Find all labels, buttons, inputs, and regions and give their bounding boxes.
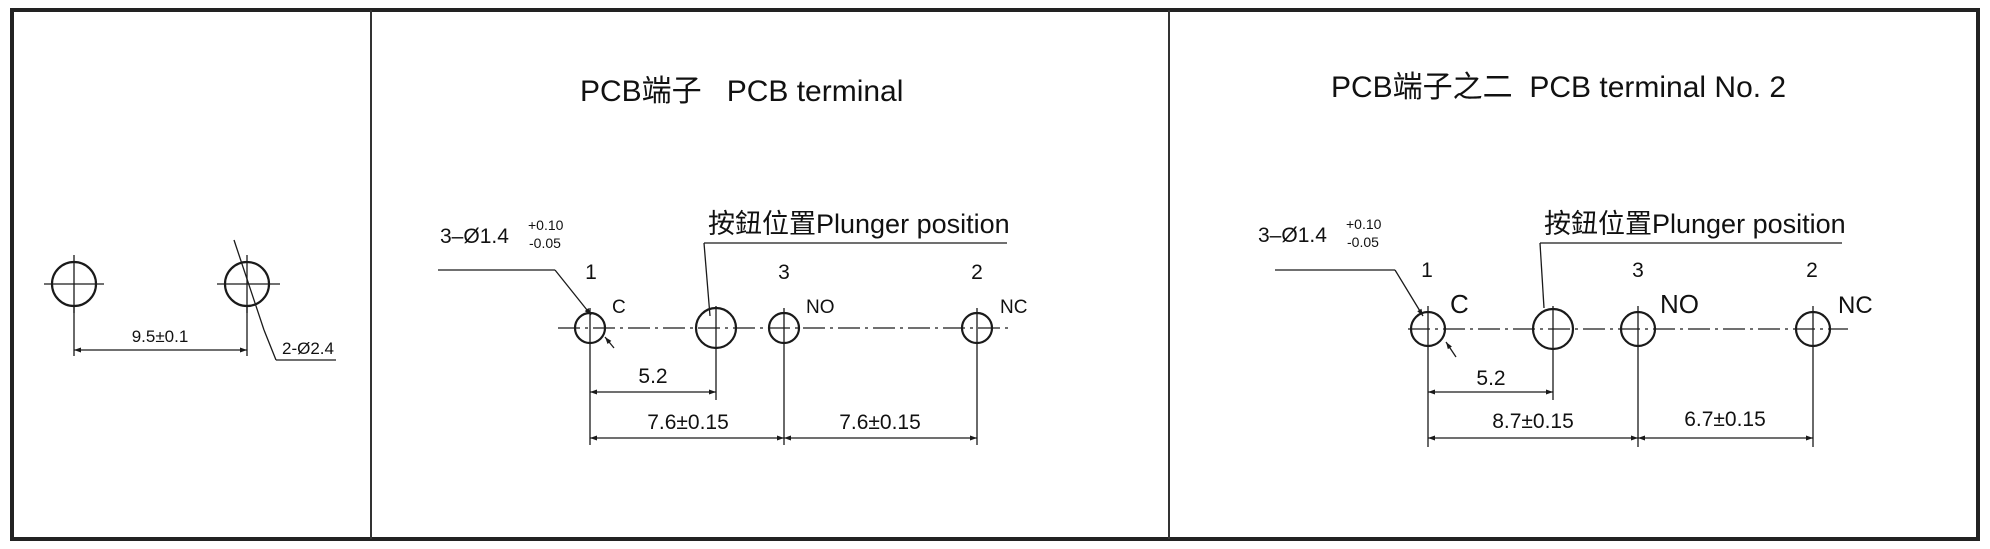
panel2-terminal-nc: NC (1838, 292, 1873, 319)
panel2-terminal-c: C (1450, 289, 1469, 319)
panel-pcb-terminal-no2: PCB端子之二 PCB terminal No. 2 3–Ø1.4 +0.10 … (1258, 71, 1873, 447)
panel1-pin-number-2: 2 (971, 261, 983, 284)
hole-diameter-label: 2-Ø2.4 (282, 339, 334, 358)
panel1-dim-b: 7.6±0.15 (839, 411, 921, 434)
panel1-terminal-no: NO (806, 297, 835, 318)
panel1-tolerance-lower: -0.05 (529, 235, 561, 251)
panel2-pin-number-2: 2 (1806, 259, 1818, 282)
panel1-terminal-c: C (612, 297, 626, 318)
panel2-pin-number-3: 3 (1632, 259, 1644, 282)
panel2-terminal-no: NO (1660, 289, 1699, 319)
panel1-tolerance-upper: +0.10 (528, 217, 564, 233)
panel1-pin-number-3: 3 (778, 261, 790, 284)
panel1-terminal-nc: NC (1000, 297, 1027, 318)
panel1-dim-plunger: 5.2 (638, 365, 667, 388)
panel1-hole-spec: 3–Ø1.4 (440, 225, 509, 248)
panel-pcb-terminal: PCB端子 PCB terminal 3–Ø1.4 +0.10 -0.05 按鈕… (438, 75, 1027, 445)
panel2-hole-spec: 3–Ø1.4 (1258, 224, 1327, 247)
panel1-dim-a: 7.6±0.15 (647, 411, 729, 434)
panel2-tolerance-upper: +0.10 (1346, 216, 1382, 232)
panel1-title: PCB端子 PCB terminal (580, 75, 903, 108)
panel1-plunger-label: 按鈕位置Plunger position (708, 209, 1010, 239)
spacing-label: 9.5±0.1 (132, 327, 189, 346)
drawing-frame (10, 8, 1980, 541)
panel2-plunger-label: 按鈕位置Plunger position (1544, 209, 1846, 239)
left-panel: 9.5±0.1 2-Ø2.4 (44, 239, 336, 361)
panel2-dim-plunger: 5.2 (1476, 367, 1505, 390)
panel2-title: PCB端子之二 PCB terminal No. 2 (1331, 71, 1786, 104)
panel2-tolerance-lower: -0.05 (1347, 234, 1379, 250)
panel2-dim-a: 8.7±0.15 (1492, 410, 1574, 433)
panel1-pin-number-1: 1 (585, 261, 597, 284)
panel2-dim-b: 6.7±0.15 (1684, 408, 1766, 431)
panel2-pin-number-1: 1 (1421, 259, 1433, 282)
